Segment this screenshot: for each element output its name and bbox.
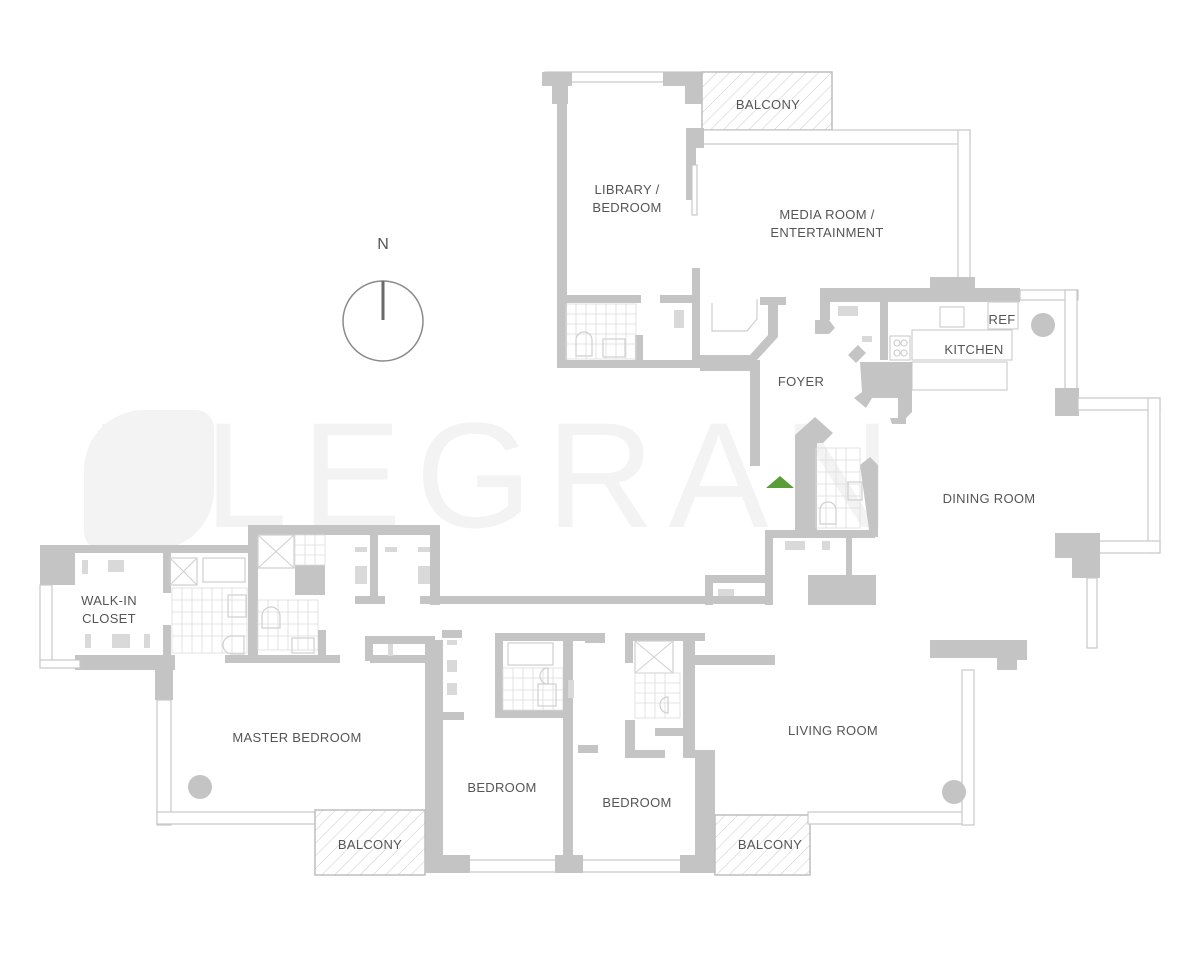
room-label-foyer: FOYER: [777, 374, 825, 389]
room-label-living-room: LIVING ROOM: [788, 723, 878, 738]
room-label-walk-in-closet: WALK-IN CLOSET: [81, 593, 137, 626]
watermark-logo-leaf: [84, 410, 214, 550]
north-wing: [542, 71, 975, 466]
room-label-master-bedroom: MASTER BEDROOM: [232, 730, 362, 745]
room-label-bedroom-2: BEDROOM: [602, 795, 672, 810]
kitchen-dining: [705, 288, 1161, 670]
west-wing: [39, 545, 464, 876]
balcony-top: [701, 71, 833, 131]
room-label-ref: REF: [988, 312, 1016, 327]
south-bedrooms: [425, 633, 975, 876]
compass-north-label: N: [377, 236, 389, 253]
room-label-dining-room: DINING ROOM: [942, 491, 1036, 506]
balcony-left: [314, 809, 426, 876]
room-label-balcony-top: BALCONY: [735, 97, 801, 112]
corridor-walls: [225, 525, 765, 663]
room-label-balcony-right: BALCONY: [737, 837, 803, 852]
room-label-media-room: MEDIA ROOM / ENTERTAINMENT: [770, 207, 884, 240]
balcony-right: [714, 814, 811, 876]
room-label-balcony-left: BALCONY: [337, 837, 403, 852]
room-label-kitchen: KITCHEN: [944, 342, 1004, 357]
room-label-bedroom-1: BEDROOM: [467, 780, 537, 795]
compass-icon: [342, 280, 424, 362]
room-label-library: LIBRARY / BEDROOM: [592, 182, 662, 215]
entry-marker-icon: [766, 476, 794, 488]
